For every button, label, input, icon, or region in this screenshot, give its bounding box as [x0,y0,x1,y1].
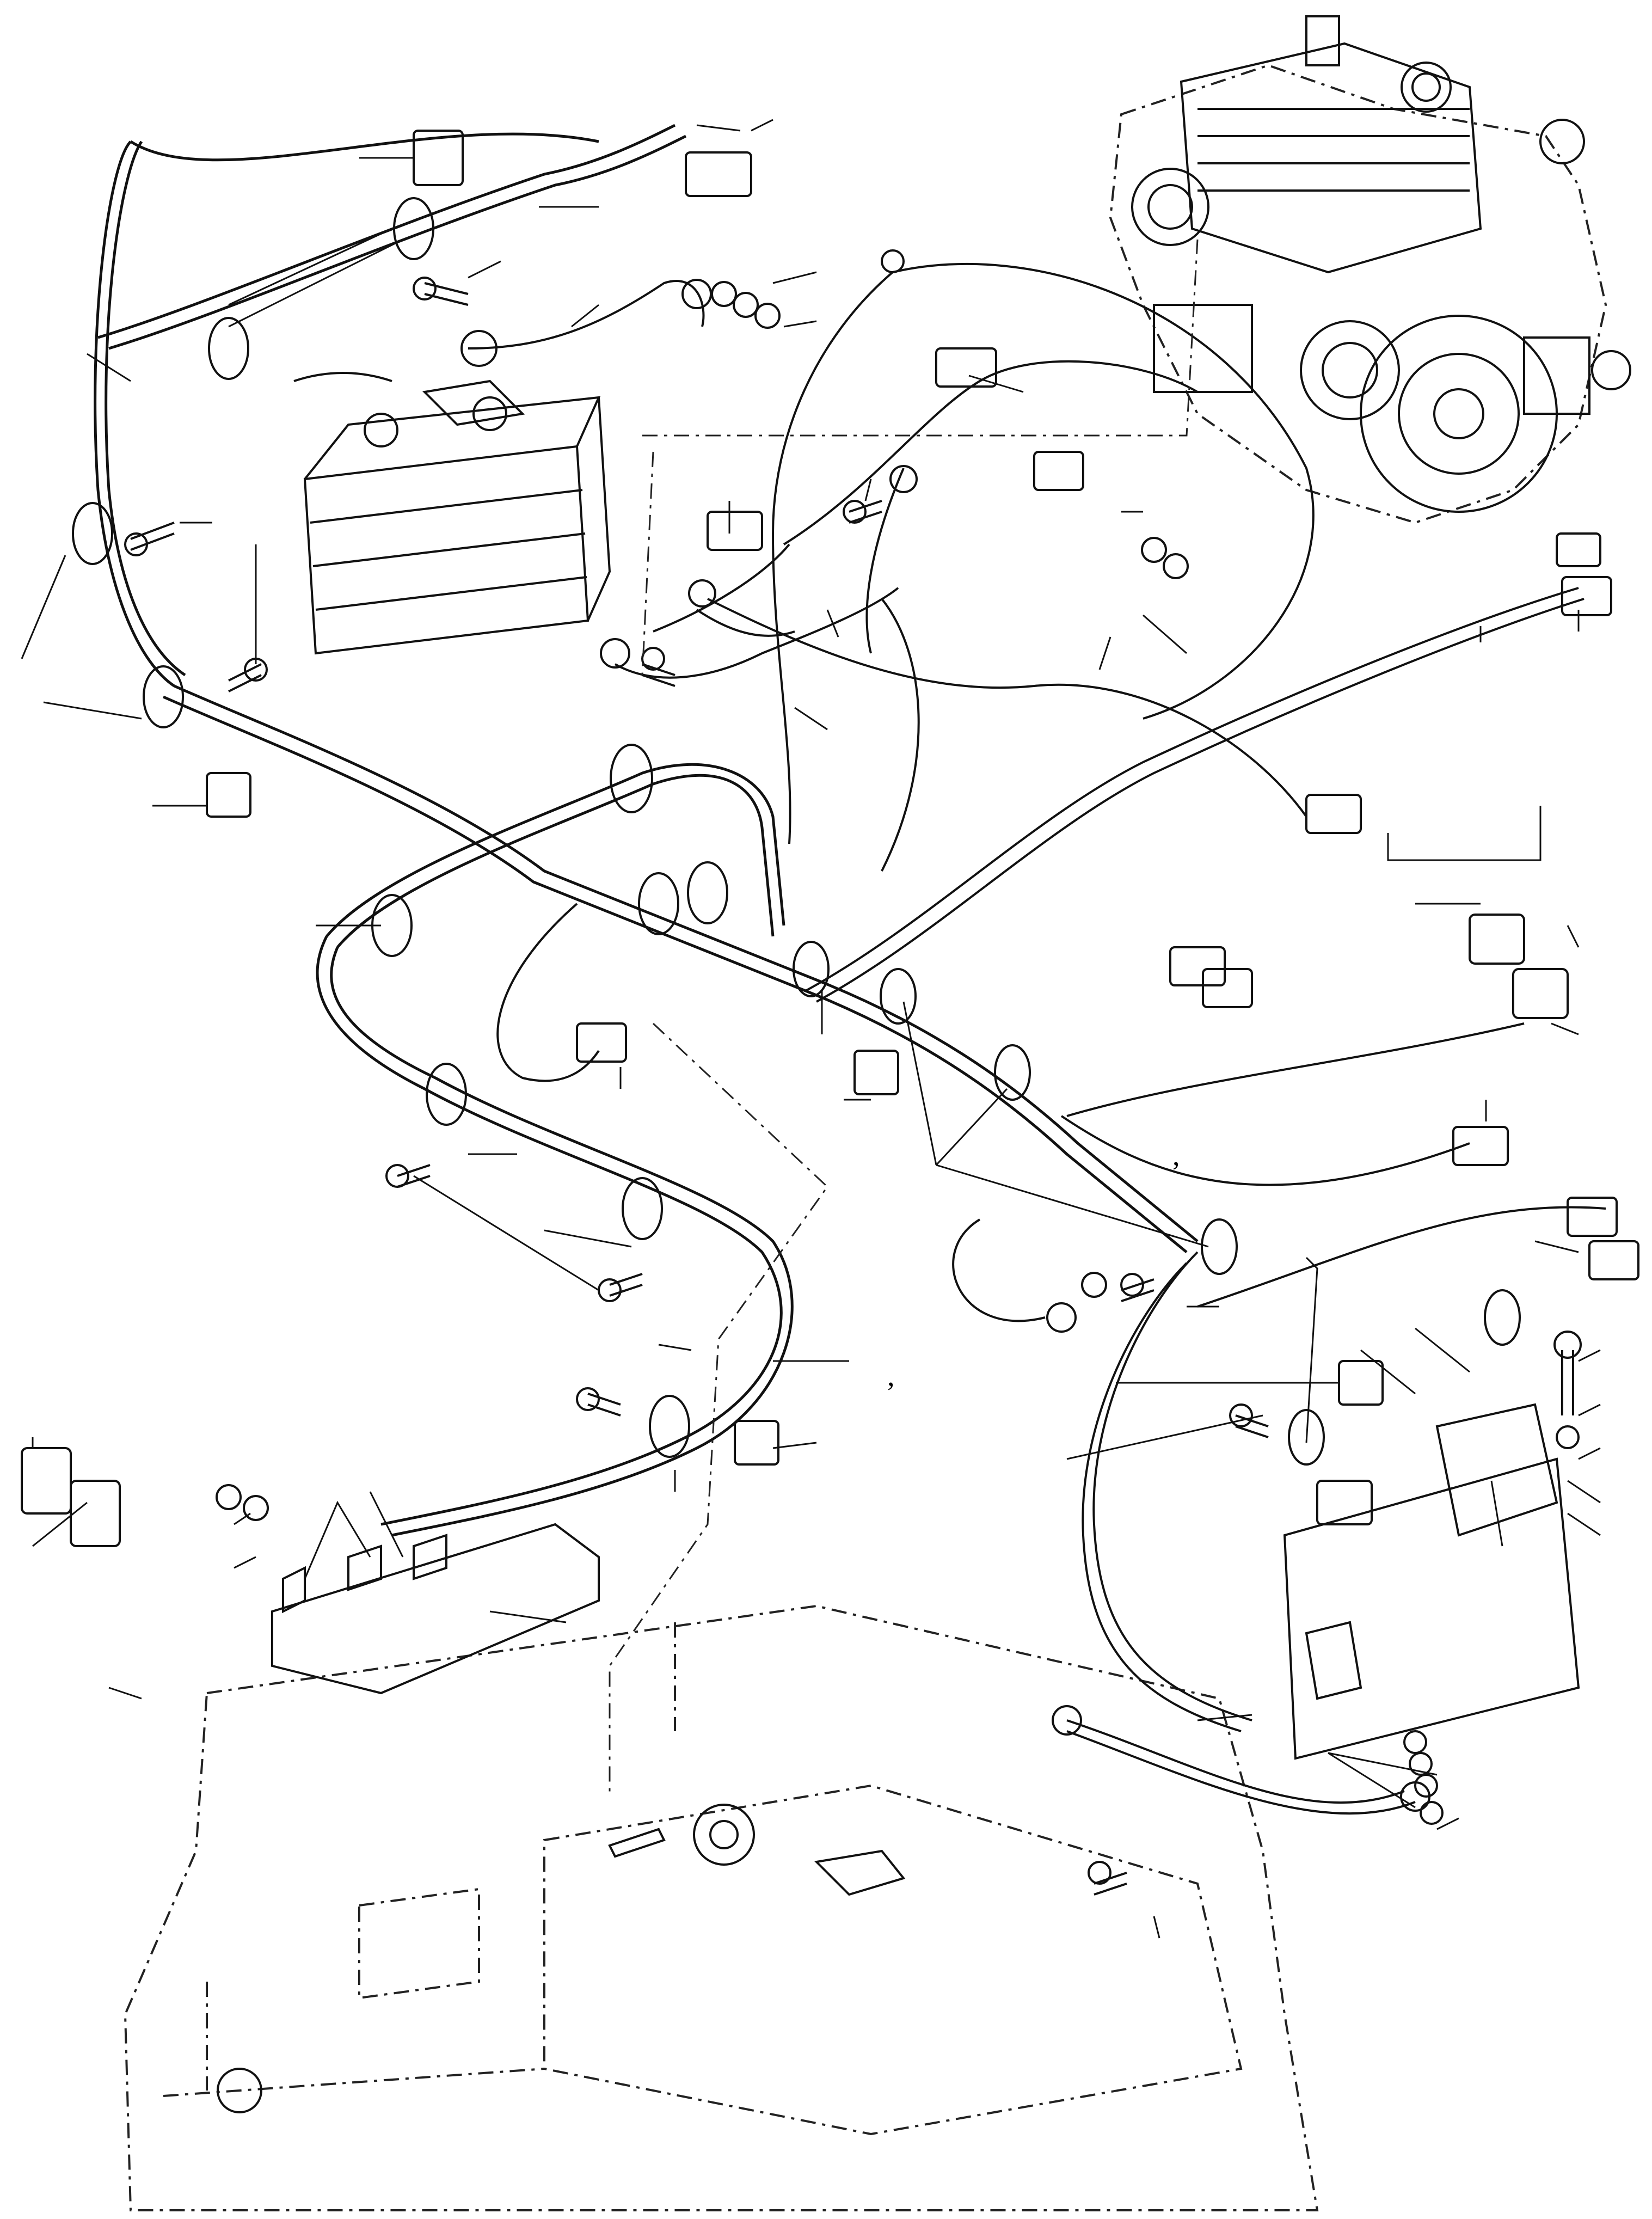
ring-terminals [460,249,1430,1812]
battery-cables [293,280,1416,1815]
branch-harnesses [496,263,1606,1732]
battery [303,379,611,655]
relay-bracket-left [271,1523,600,1695]
comma-mark-1: , [1172,1139,1180,1172]
washers-nuts [216,281,1580,1825]
relay-bracket-right [1283,1403,1580,1760]
comma-mark-2: , [887,1359,895,1392]
fuel-tank-outline [124,1604,1319,2211]
harness-clamps [72,197,1521,1466]
leader-lines [21,119,1601,1939]
main-harness [94,124,1199,1537]
reference-lines [609,239,1199,1797]
connectors [21,130,1639,1547]
engine-outline [1109,15,1631,524]
bolts [124,277,1582,1896]
